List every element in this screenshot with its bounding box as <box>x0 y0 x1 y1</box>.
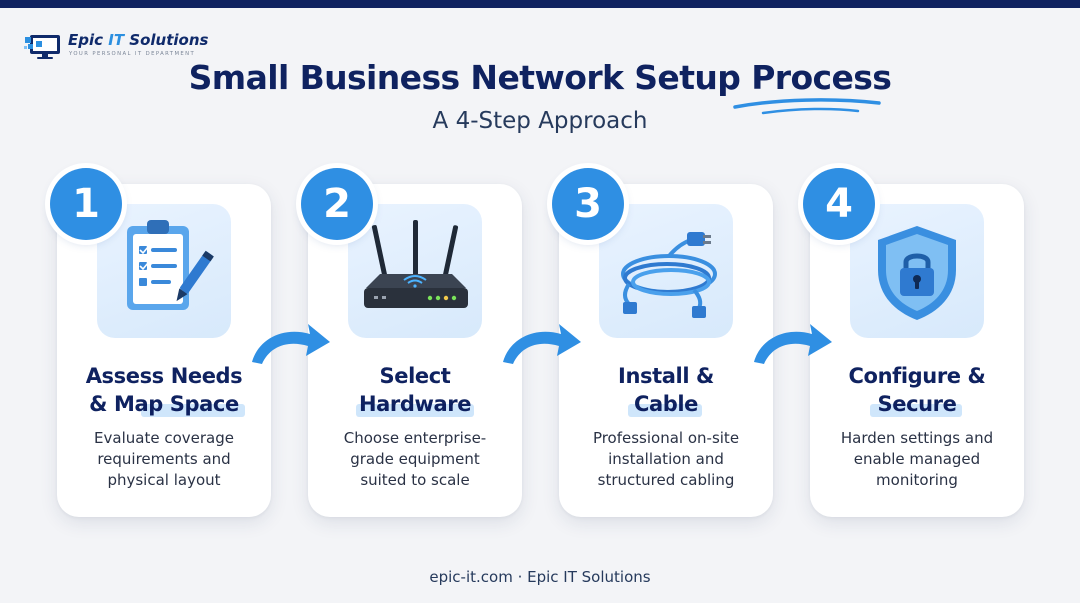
step-number-badge: 3 <box>552 168 624 240</box>
step-card-4: Configure & Secure Harden settings and e… <box>810 184 1024 517</box>
step-illustration <box>97 204 231 338</box>
shield-lock-icon <box>878 226 956 320</box>
monitor-logo-icon <box>24 35 60 59</box>
step-description: Choose enterprise- grade equipment suite… <box>343 429 487 489</box>
step-illustration <box>850 204 984 338</box>
next-step-arrow-icon <box>252 324 330 364</box>
router-icon <box>364 220 468 308</box>
page-title: Small Business Network Setup Process <box>188 58 892 97</box>
step-card-3: Install & Cable Professional on-site ins… <box>559 184 773 517</box>
title-highlight <box>628 404 702 417</box>
logo-name: Epic IT Solutions <box>68 31 209 49</box>
ethernet-cable-icon <box>621 232 717 318</box>
clipboard-icon <box>127 220 214 310</box>
footer-text: epic-it.com · Epic IT Solutions <box>429 568 651 586</box>
page-subtitle: A 4-Step Approach <box>432 108 648 134</box>
step-description: Evaluate coverage requirements and physi… <box>94 429 234 489</box>
company-logo: Epic IT Solutions YOUR PERSONAL IT DEPAR… <box>24 30 224 62</box>
title-highlight <box>141 404 245 417</box>
step-illustration <box>599 204 733 338</box>
step-number-badge: 2 <box>301 168 373 240</box>
top-bar <box>0 0 1080 8</box>
step-description: Harden settings and enable managed monit… <box>840 429 994 489</box>
next-step-arrow-icon <box>503 324 581 364</box>
title-highlight <box>870 404 962 417</box>
step-card-2: Select Hardware Choose enterprise- grade… <box>308 184 522 517</box>
step-number-badge: 4 <box>803 168 875 240</box>
step-number-badge: 1 <box>50 168 122 240</box>
next-step-arrow-icon <box>754 324 832 364</box>
title-highlight <box>356 404 474 417</box>
step-card-1: Assess Needs & Map Space Evaluate covera… <box>57 184 271 517</box>
logo-tagline: YOUR PERSONAL IT DEPARTMENT <box>69 51 196 57</box>
step-description: Professional on-site installation and st… <box>592 429 740 489</box>
title-underline-swash <box>733 98 881 115</box>
step-illustration <box>348 204 482 338</box>
